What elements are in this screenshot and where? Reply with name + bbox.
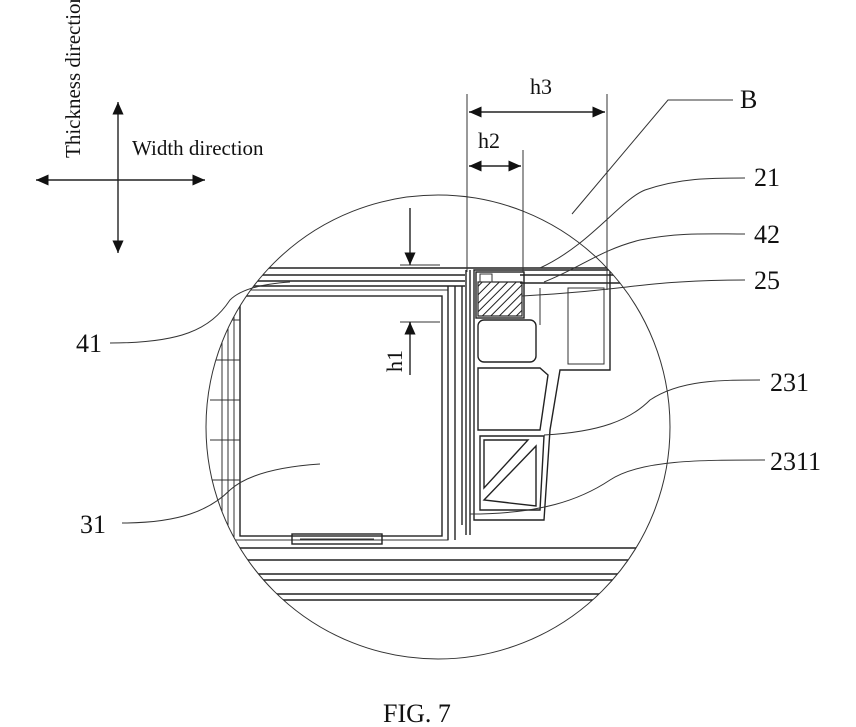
callout-42: 42 [754,220,780,249]
callout-31: 31 [80,510,106,539]
dimension-h3: h3 [467,74,607,290]
h3-label: h3 [530,74,552,99]
orientation-indicator: Thickness direction Width direction [36,0,264,253]
dimension-h2: h2 [467,128,523,272]
block-25 [476,272,524,318]
bottom-plate [200,548,680,600]
wall-41 [462,270,470,535]
detail-contents [200,268,680,600]
cell-31 [210,286,455,545]
callout-B: B [740,85,757,114]
thickness-direction-label: Thickness direction [61,0,85,158]
callout-231: 231 [770,368,809,397]
callout-2311: 2311 [770,447,821,476]
figure-caption: FIG. 7 [383,699,451,727]
callout-21: 21 [754,163,780,192]
callout-41: 41 [76,329,102,358]
width-direction-label: Width direction [132,136,264,160]
dimension-h1: h1 [382,208,440,375]
h1-label: h1 [382,350,407,372]
callout-25: 25 [754,266,780,295]
h2-label: h2 [478,128,500,153]
